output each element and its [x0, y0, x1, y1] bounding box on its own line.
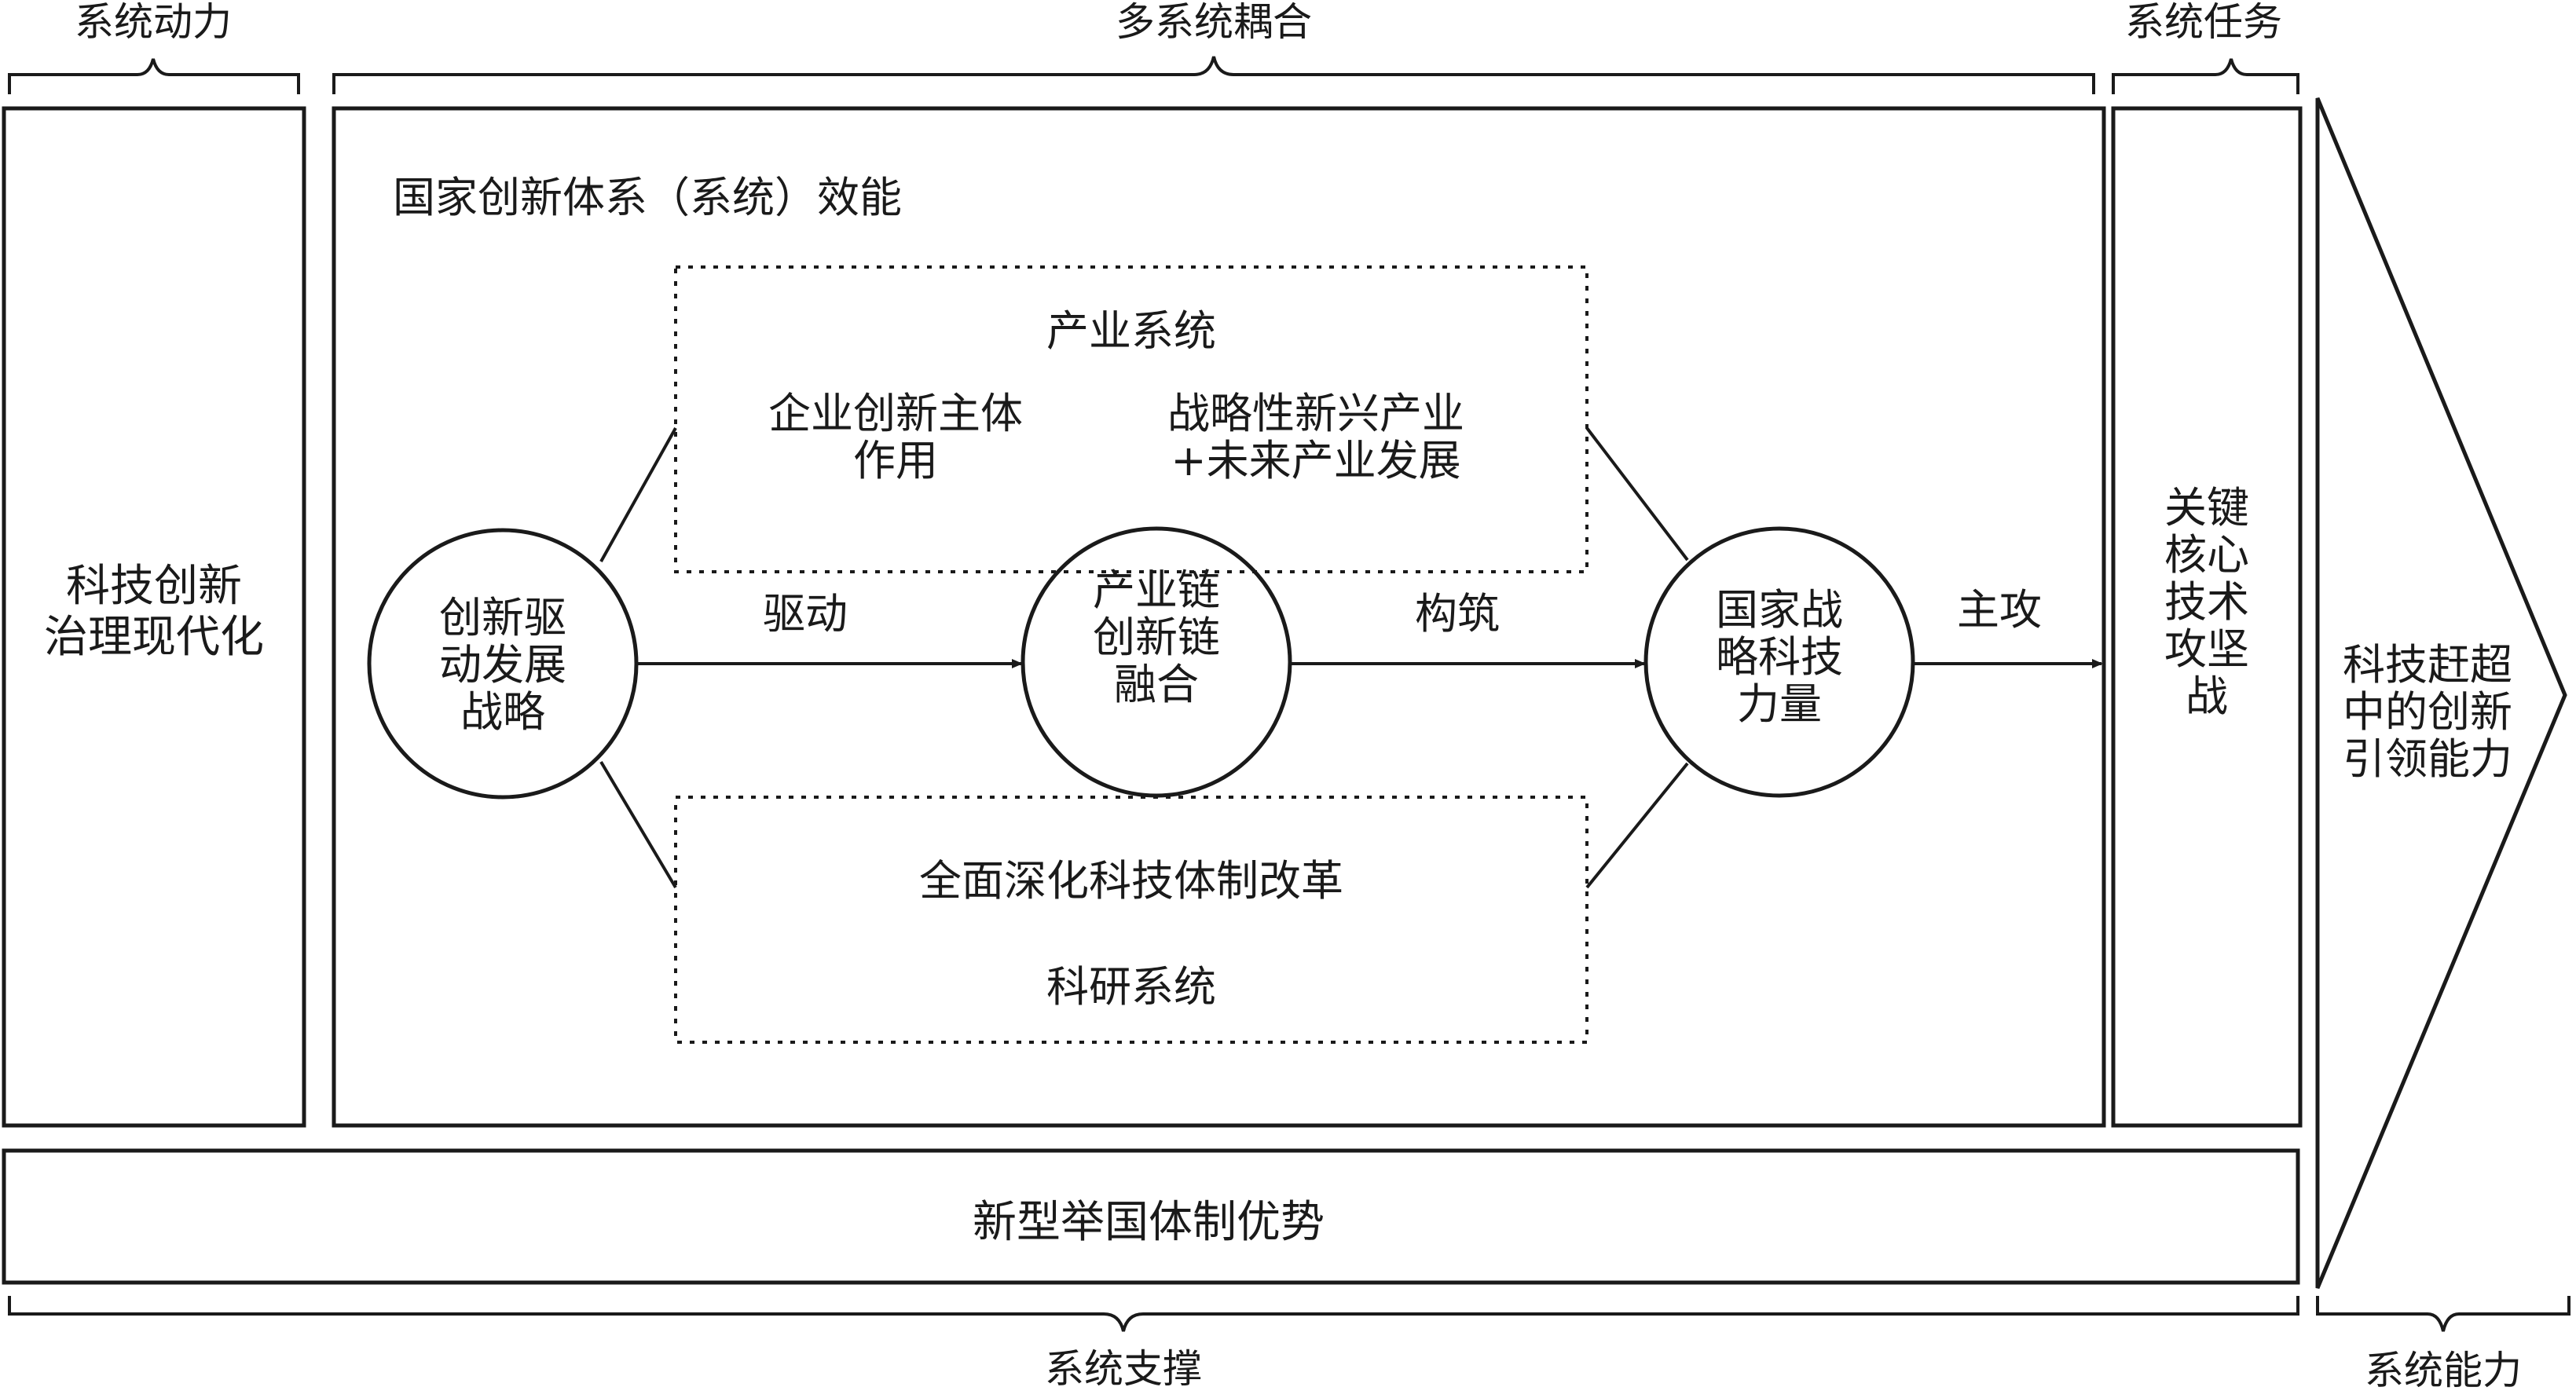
label-capability: 系统能力	[2365, 1348, 2522, 1393]
circle-force-line1: 国家战	[1716, 585, 1843, 635]
circle-strategy-line1: 创新驱	[439, 593, 566, 642]
main-box	[332, 106, 2106, 1128]
circle-force-line2: 略科技	[1716, 632, 1843, 682]
brace-task	[2112, 58, 2299, 94]
arrow-build-label: 构筑	[1415, 589, 1500, 639]
connector-strategy-to-industry	[599, 427, 677, 562]
left-box-line1: 科技创新	[66, 561, 242, 612]
circle-fusion-line3: 融合	[1114, 660, 1199, 709]
industry-right-line2: +未来产业发展	[1171, 436, 1460, 485]
bottom-box-label: 新型举国体制优势	[973, 1197, 1325, 1248]
label-support: 系统支撑	[1045, 1346, 1202, 1392]
task-box-line1: 关键	[2164, 483, 2249, 532]
research-reform-text: 全面深化科技体制改革	[919, 856, 1343, 906]
bottom-box	[2, 1148, 2300, 1285]
left-box-line2: 治理现代化	[44, 612, 264, 663]
circle-fusion-line2: 创新链	[1093, 613, 1220, 662]
circle-fusion-line1: 产业链	[1093, 565, 1220, 615]
brace-support	[8, 1296, 2299, 1332]
industry-right-line1: 战略性新兴产业	[1167, 389, 1464, 438]
arrow-main-attack-label: 主攻	[1957, 585, 2042, 635]
brace-coupling	[332, 56, 2095, 94]
industry-system-box	[674, 265, 1588, 573]
main-box-title: 国家创新体系（系统）效能	[393, 173, 902, 222]
industry-left-line2: 作用	[853, 436, 938, 485]
capability-line1: 科技赶超	[2343, 640, 2512, 690]
circle-strategy-line2: 动发展	[439, 640, 566, 690]
left-box	[2, 106, 306, 1128]
task-box-line4: 攻坚	[2164, 624, 2249, 674]
capability-line2: 中的创新	[2343, 687, 2512, 737]
circle-strategy-line3: 战略	[460, 687, 545, 737]
capability-line3: 引领能力	[2343, 734, 2512, 784]
research-system-title: 科研系统	[1046, 962, 1216, 1012]
connector-research-to-force	[1585, 762, 1689, 889]
brace-driver	[8, 58, 300, 94]
industry-left-line1: 企业创新主体	[768, 389, 1023, 438]
task-box-line3: 技术	[2164, 577, 2249, 627]
connector-strategy-to-research	[599, 760, 677, 889]
label-task: 系统任务	[2125, 0, 2282, 45]
connector-industry-to-force	[1585, 426, 1689, 562]
label-driver: 系统动力	[75, 0, 232, 45]
arrow-drive-label: 驱动	[763, 589, 848, 639]
brace-capability	[2316, 1296, 2571, 1332]
industry-system-title: 产业系统	[1046, 306, 1216, 356]
task-box-line2: 核心	[2164, 530, 2249, 580]
task-box	[2111, 106, 2303, 1128]
research-system-box	[674, 796, 1588, 1044]
circle-force-line3: 力量	[1737, 679, 1822, 729]
task-box-line5: 战	[2186, 672, 2228, 721]
capability-arrow	[2315, 97, 2567, 1289]
label-coupling: 多系统耦合	[1116, 0, 1312, 45]
